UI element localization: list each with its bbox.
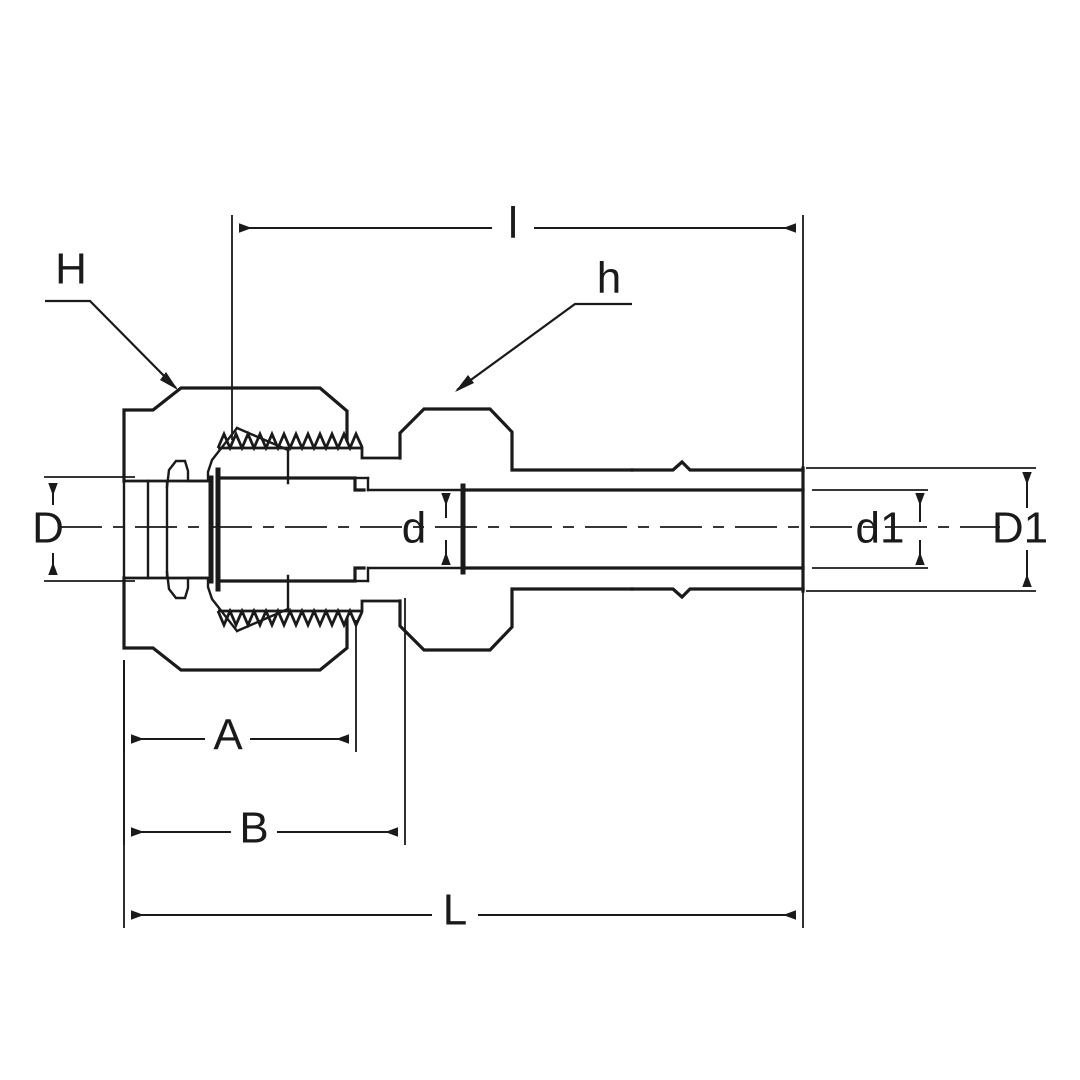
ferrule-lower-contour bbox=[165, 570, 239, 633]
dimension-L: L bbox=[123, 591, 804, 935]
thread-upper-root bbox=[218, 446, 400, 460]
hex-body-lower-outline bbox=[398, 587, 634, 652]
dim-label-d: d bbox=[402, 504, 426, 553]
dimension-A: A bbox=[123, 620, 357, 760]
leader-line-H bbox=[45, 299, 177, 389]
dim-label-L: L bbox=[443, 886, 467, 935]
dim-label-A: A bbox=[213, 711, 243, 760]
dim-label-D1: D1 bbox=[992, 504, 1048, 553]
dimension-D1: D1 bbox=[806, 467, 1048, 592]
dim-label-d1: d1 bbox=[856, 504, 905, 553]
nut-upper-outline bbox=[122, 386, 349, 483]
thread-lower bbox=[216, 607, 364, 629]
thread-lower-root bbox=[218, 599, 400, 613]
nut-lower-outline bbox=[122, 576, 349, 672]
taper-body-upper bbox=[216, 476, 366, 492]
ferrule-cone-lower bbox=[235, 574, 290, 633]
dimension-d1: d1 bbox=[812, 489, 928, 569]
dim-label-B: B bbox=[239, 804, 268, 853]
ferrule-cone-upper bbox=[235, 426, 290, 485]
dimension-l: l bbox=[231, 199, 804, 470]
dimension-d: d bbox=[402, 489, 462, 569]
leader-line-h bbox=[456, 302, 632, 391]
thread-upper bbox=[216, 430, 364, 452]
leader-arrow-h bbox=[455, 375, 474, 392]
leader-h: h bbox=[455, 254, 632, 392]
leader-label-H: H bbox=[55, 245, 87, 294]
tube-upper-wall bbox=[630, 459, 805, 472]
tube-lower-wall bbox=[630, 587, 805, 600]
leader-H: H bbox=[45, 245, 178, 390]
leader-arrow-H bbox=[160, 372, 178, 390]
hex-body-upper-outline bbox=[398, 407, 634, 472]
dimension-D: D bbox=[32, 476, 135, 582]
dimension-B: B bbox=[123, 598, 406, 853]
ferrule-upper-contour bbox=[165, 426, 239, 489]
dim-label-l: l bbox=[508, 199, 518, 248]
taper-body-lower bbox=[216, 566, 366, 583]
dim-label-D: D bbox=[32, 504, 64, 553]
leader-label-h: h bbox=[597, 254, 621, 303]
